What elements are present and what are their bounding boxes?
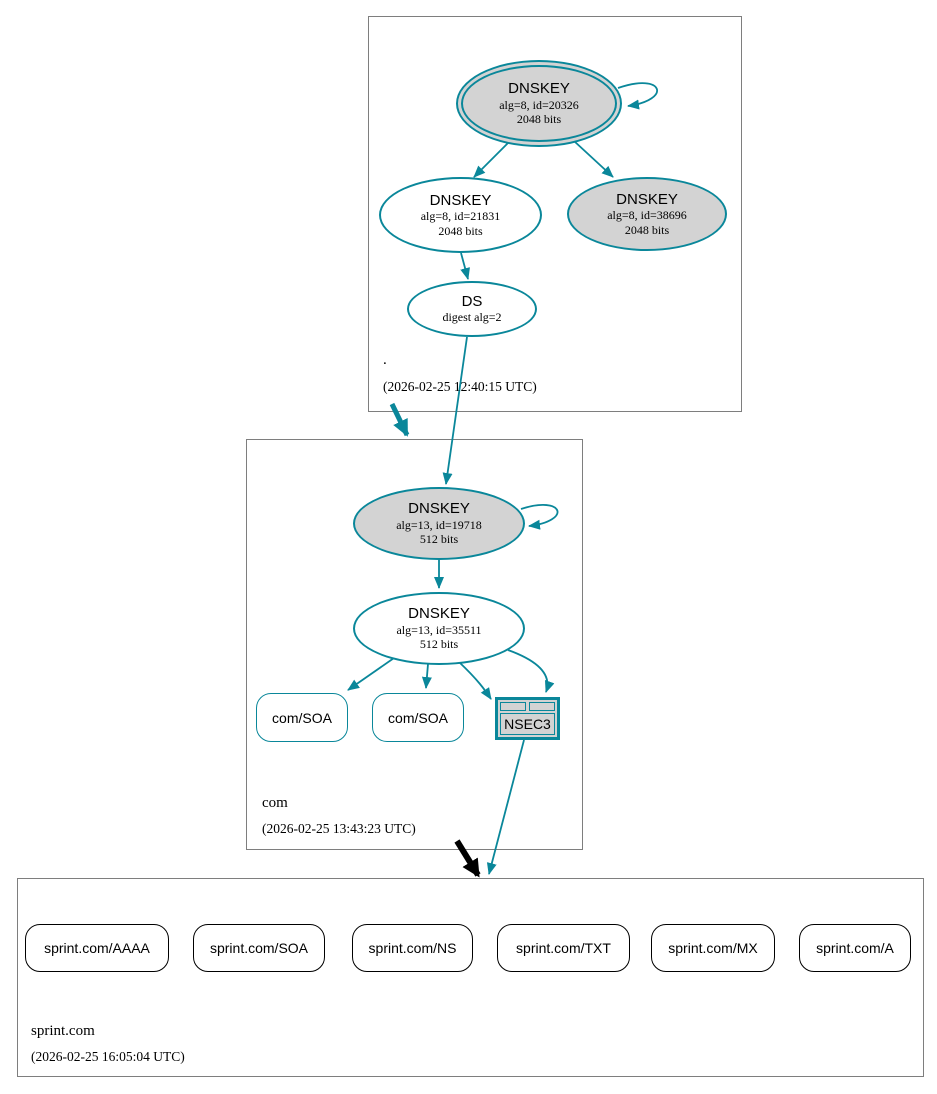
nsec3-record-cells bbox=[500, 702, 555, 711]
node-title: DNSKEY bbox=[616, 190, 678, 208]
rrset-node-com-soa-1[interactable]: com/SOA bbox=[256, 693, 348, 742]
edge-zsk35511-to-soa1 bbox=[347, 657, 395, 691]
edge-root-to-com-delegation-secure bbox=[389, 402, 410, 437]
node-bits: 2048 bits bbox=[438, 223, 483, 238]
node-alg-id: alg=8, id=21831 bbox=[420, 209, 501, 224]
zone-label-com: com bbox=[262, 795, 288, 811]
nsec3-node-com[interactable]: NSEC3 bbox=[495, 697, 560, 740]
rrset-label: sprint.com/AAAA bbox=[44, 940, 150, 956]
rrset-node-sprint-com-ns[interactable]: sprint.com/NS bbox=[352, 924, 473, 972]
node-title: DNSKEY bbox=[508, 80, 570, 98]
rrset-node-sprint-com-mx[interactable]: sprint.com/MX bbox=[651, 924, 775, 972]
nsec3-cell-1 bbox=[500, 702, 526, 711]
nsec3-label: NSEC3 bbox=[500, 713, 555, 735]
node-title: DS bbox=[461, 293, 483, 311]
node-bits: 2048 bits bbox=[624, 222, 670, 237]
edge-zsk35511-to-soa2 bbox=[421, 663, 432, 689]
edge-nsec3-to-sprint-com bbox=[486, 739, 525, 875]
node-alg-id: alg=13, id=35511 bbox=[396, 622, 482, 637]
node-bits: 512 bits bbox=[419, 637, 459, 652]
rrset-node-sprint-com-soa[interactable]: sprint.com/SOA bbox=[193, 924, 325, 972]
dnskey-node-com-zsk-35511[interactable]: DNSKEY alg=13, id=35511 512 bits bbox=[353, 592, 525, 665]
rrset-node-com-soa-2[interactable]: com/SOA bbox=[372, 693, 464, 742]
zone-box-sprint-com bbox=[17, 878, 924, 1077]
rrset-label: sprint.com/SOA bbox=[209, 940, 309, 956]
rrset-label: sprint.com/NS bbox=[368, 940, 457, 956]
edge-com-to-sprint-delegation-insecure bbox=[454, 839, 481, 878]
node-title: DNSKEY bbox=[429, 191, 492, 209]
zone-label-sprint-com: sprint.com bbox=[31, 1023, 95, 1039]
node-alg-id: alg=8, id=20326 bbox=[499, 97, 579, 112]
dnskey-node-root-38696[interactable]: DNSKEY alg=8, id=38696 2048 bits bbox=[567, 177, 727, 251]
zone-timestamp-sprint-com: (2026-02-25 16:05:04 UTC) bbox=[31, 1049, 185, 1064]
edge-root-ksk-selfloop bbox=[617, 82, 658, 110]
ds-node-root[interactable]: DS digest alg=2 bbox=[407, 281, 537, 337]
zone-label-root: . bbox=[383, 352, 387, 368]
edge-com-ksk-selfloop bbox=[520, 504, 559, 530]
edge-zsk35511-to-nsec3-left bbox=[458, 661, 492, 700]
rrset-label: sprint.com/MX bbox=[668, 940, 758, 956]
rrset-node-sprint-com-aaaa[interactable]: sprint.com/AAAA bbox=[25, 924, 169, 972]
node-digest-alg: digest alg=2 bbox=[442, 310, 502, 325]
zone-box-com bbox=[246, 439, 583, 850]
zone-box-root bbox=[368, 16, 742, 412]
dnskey-node-com-ksk-19718[interactable]: DNSKEY alg=13, id=19718 512 bits bbox=[353, 487, 525, 560]
node-title: DNSKEY bbox=[408, 500, 470, 518]
edge-ds-to-com-ksk bbox=[442, 336, 468, 485]
node-alg-id: alg=13, id=19718 bbox=[396, 517, 482, 532]
dnskey-node-root-ksk-20326[interactable]: DNSKEY alg=8, id=20326 2048 bits bbox=[456, 60, 622, 147]
rrset-label: sprint.com/A bbox=[816, 940, 894, 956]
node-alg-id: alg=8, id=38696 bbox=[607, 208, 687, 223]
node-title: DNSKEY bbox=[408, 605, 470, 623]
zone-timestamp-com: (2026-02-25 13:43:23 UTC) bbox=[262, 821, 416, 836]
edge-zsk35511-to-nsec3-right bbox=[507, 649, 555, 693]
zone-timestamp-root: (2026-02-25 12:40:15 UTC) bbox=[383, 379, 537, 394]
node-bits: 512 bits bbox=[419, 532, 459, 547]
rrset-node-sprint-com-a[interactable]: sprint.com/A bbox=[799, 924, 911, 972]
edge-root-ksk-to-key38696 bbox=[573, 140, 614, 178]
nsec3-cell-2 bbox=[529, 702, 555, 711]
rrset-label: com/SOA bbox=[388, 709, 448, 726]
dnskey-node-root-zsk-21831[interactable]: DNSKEY alg=8, id=21831 2048 bits bbox=[379, 177, 542, 253]
rrset-label: sprint.com/TXT bbox=[516, 940, 611, 956]
edge-zsk21831-to-ds bbox=[460, 252, 470, 280]
rrset-node-sprint-com-txt[interactable]: sprint.com/TXT bbox=[497, 924, 630, 972]
node-bits: 2048 bits bbox=[516, 112, 562, 127]
rrset-label: com/SOA bbox=[272, 709, 332, 726]
edge-root-ksk-to-zsk21831 bbox=[473, 141, 510, 178]
